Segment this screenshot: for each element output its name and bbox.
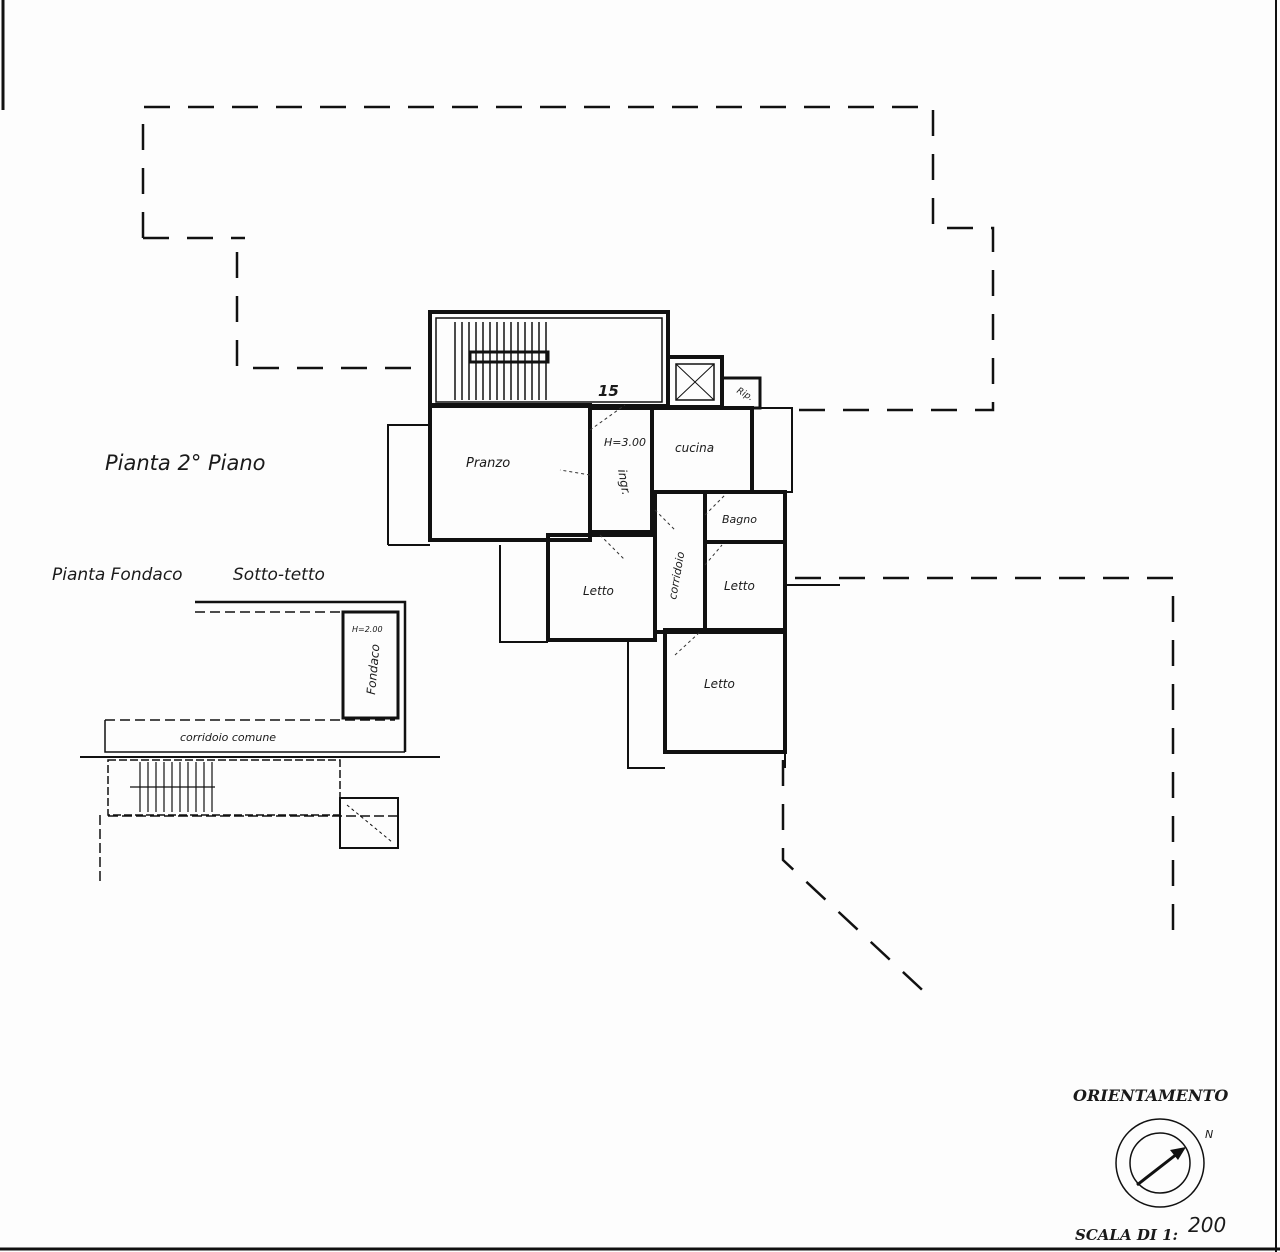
north-arrow-icon (1115, 1118, 1205, 1208)
fondaco-label: Fondaco (364, 643, 382, 695)
apartment-walls (387, 310, 840, 769)
fondaco-height-note: H=2.00 (352, 625, 383, 634)
adjacent-building-outline (141, 105, 1175, 1001)
orientation-title: ORIENTAMENTO (1073, 1086, 1228, 1105)
scale-label: SCALA DI 1: (1075, 1226, 1178, 1244)
fondaco-staircase (130, 762, 215, 812)
room-label-cucina: cucina (675, 441, 714, 455)
room-label-bagno: Bagno (722, 513, 757, 526)
common-corridor-label: corridoio comune (180, 731, 276, 744)
room-label-ripostiglio: Rip. (735, 386, 755, 403)
staircase (454, 322, 550, 400)
room-label-letto-2: Letto (724, 579, 755, 593)
room-label-pranzo: Pranzo (466, 456, 510, 471)
room-label-letto-1: Letto (583, 584, 614, 598)
fondaco-plan-walls (80, 600, 440, 885)
landing-number: 15 (598, 382, 619, 400)
secondary-plan-title: Pianta Fondaco (52, 565, 183, 585)
room-label-letto-3: Letto (704, 677, 735, 691)
scale-value: 200 (1188, 1213, 1226, 1237)
secondary-plan-subtitle: Sotto-tetto (233, 565, 325, 585)
room-label-corridoio: corridoio (666, 550, 687, 600)
height-note: H=3.00 (604, 436, 646, 449)
room-label-ingresso: ingr. (615, 468, 633, 496)
north-label: N (1205, 1128, 1213, 1141)
door-swings (559, 404, 726, 656)
main-plan-title: Pianta 2° Piano (105, 451, 266, 475)
